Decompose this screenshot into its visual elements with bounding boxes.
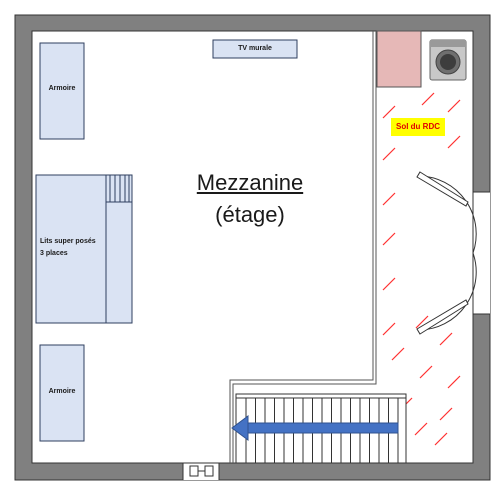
arrow-left-icon xyxy=(231,415,399,441)
tv-unit xyxy=(212,39,298,59)
bed-label: Lits super posés xyxy=(40,238,96,245)
room-subtitle: (étage) xyxy=(215,202,285,227)
tv-label: TV murale xyxy=(238,45,272,52)
ground-floor-label: Sol du RDC xyxy=(391,118,445,136)
armoire-top-label: Armoire xyxy=(48,85,76,92)
armoire-top xyxy=(39,42,85,140)
armoire-bottom-label: Armoire xyxy=(48,388,76,395)
window-frame xyxy=(189,465,199,477)
pink-box xyxy=(376,30,422,88)
bed-capacity-label: 3 places xyxy=(40,250,68,257)
window-frame xyxy=(204,465,214,477)
washing-machine-icon xyxy=(429,39,467,81)
mezzanine-railing xyxy=(229,31,374,463)
room-title: Mezzanine xyxy=(196,170,304,195)
ground-floor-hatching xyxy=(382,92,461,446)
armoire-bottom xyxy=(39,344,85,442)
bunk-bed xyxy=(35,174,133,324)
double-door xyxy=(416,171,477,335)
door-opening xyxy=(473,192,490,314)
